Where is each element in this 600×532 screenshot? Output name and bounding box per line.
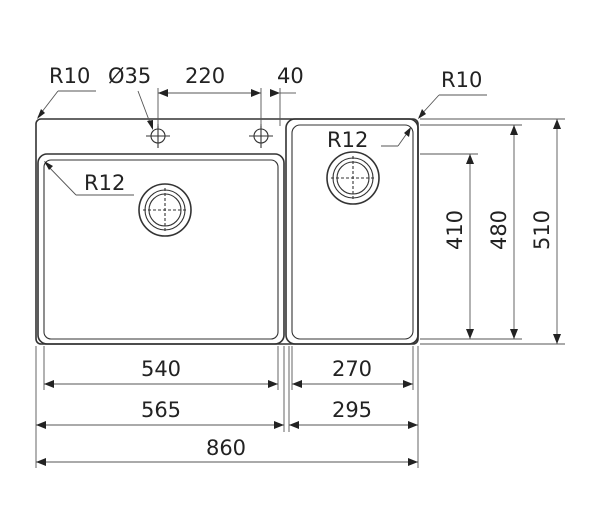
top-right-radius-label: R10 [441, 68, 482, 92]
right-bowl-outer [285, 118, 419, 345]
tap-spacing-dimension [157, 88, 262, 126]
left-bowl-inner [43, 159, 279, 340]
top-left-radius-leader [37, 90, 96, 119]
tap-hole-diameter-leader [137, 90, 153, 130]
top-right-radius-leader [418, 94, 487, 119]
right-bowl-outer-width-label: 295 [332, 398, 372, 422]
right-bowl-inner-width-dimension [292, 380, 413, 388]
right-bowl-inner [291, 124, 414, 340]
total-width-label: 860 [206, 436, 246, 460]
tap-hole-left [146, 124, 170, 148]
vertical-extension-lines [420, 118, 565, 345]
left-bowl-radius-label: R12 [84, 171, 125, 195]
tap-hole-diameter-label: Ø35 [108, 64, 151, 88]
left-bowl-radius-leader [44, 161, 134, 196]
right-bowl-radius-leader [381, 127, 411, 147]
tap-offset-dimension [270, 88, 296, 126]
total-height-dimension [553, 119, 561, 344]
total-width-dimension [36, 458, 418, 466]
left-bowl-outer-width-label: 565 [141, 398, 181, 422]
bowl-height-dimension [510, 125, 518, 339]
left-bowl-outer-width-dimension [36, 421, 284, 429]
horizontal-extension-lines [35, 346, 419, 468]
right-drain [326, 151, 380, 205]
right-bowl-radius-label: R12 [327, 128, 368, 152]
left-bowl-inner-width-dimension [44, 380, 278, 388]
tap-hole-right [249, 124, 273, 148]
right-bowl-depth-label: 410 [443, 210, 467, 250]
right-bowl-inner-width-label: 270 [332, 357, 372, 381]
right-bowl-depth-dimension [466, 154, 474, 339]
tap-offset-label: 40 [277, 64, 304, 88]
total-height-label: 510 [530, 210, 554, 250]
top-left-radius-label: R10 [49, 64, 90, 88]
left-bowl-inner-width-label: 540 [141, 357, 181, 381]
left-bowl-outer [37, 153, 285, 345]
right-bowl-outer-width-dimension [289, 421, 418, 429]
left-drain [138, 183, 192, 237]
bowl-height-label: 480 [487, 210, 511, 250]
tap-spacing-label: 220 [185, 64, 225, 88]
sink-outline [35, 118, 419, 345]
